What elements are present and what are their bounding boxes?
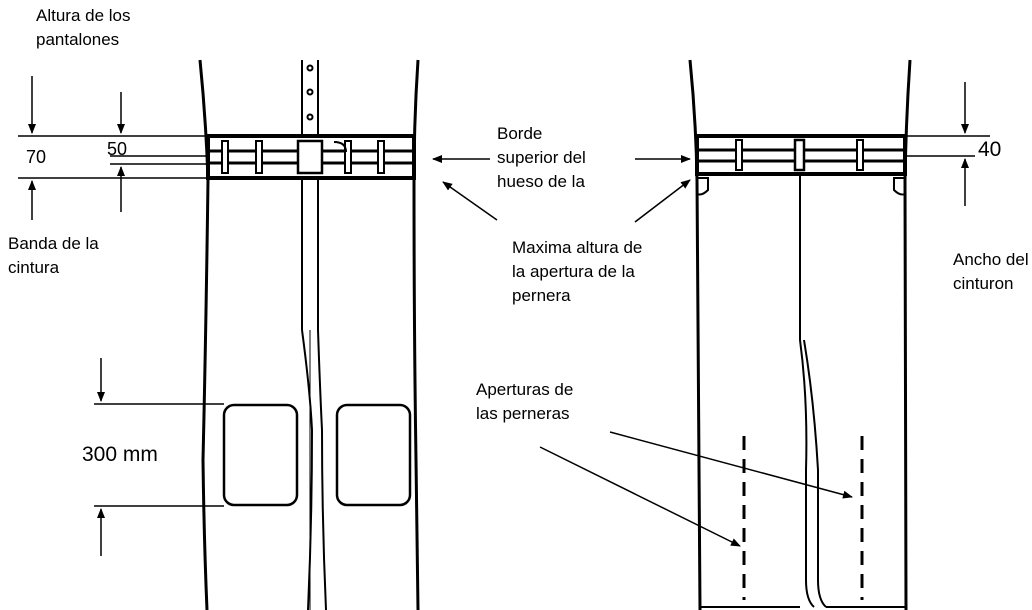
label-borde-superior: Borde superior del hueso de la [497, 124, 586, 191]
dim-40-label: 40 [978, 138, 1002, 161]
dim-300mm-label: 300 mm [82, 443, 158, 466]
label-aperturas-perneras: Aperturas de las perneras [476, 380, 574, 423]
pocket-left [222, 403, 299, 507]
right-belt [695, 134, 907, 176]
label-altura-pantalones: Altura de los pantalones [36, 6, 131, 49]
label-banda-cintura: Banda de la cintura [8, 234, 99, 277]
leg-openings [742, 436, 864, 600]
left-waistband [206, 134, 416, 180]
right-pants [688, 59, 912, 610]
label-ancho-cinturon: Ancho del cinturon [953, 250, 1029, 293]
pocket-right [335, 403, 412, 507]
dim-50-label: 50 [107, 139, 128, 159]
label-maxima-altura: Maxima altura de la apertura de la perne… [512, 238, 643, 305]
dimension-lines [18, 76, 990, 556]
left-pockets [222, 403, 412, 507]
dim-70-label: 70 [26, 147, 47, 167]
